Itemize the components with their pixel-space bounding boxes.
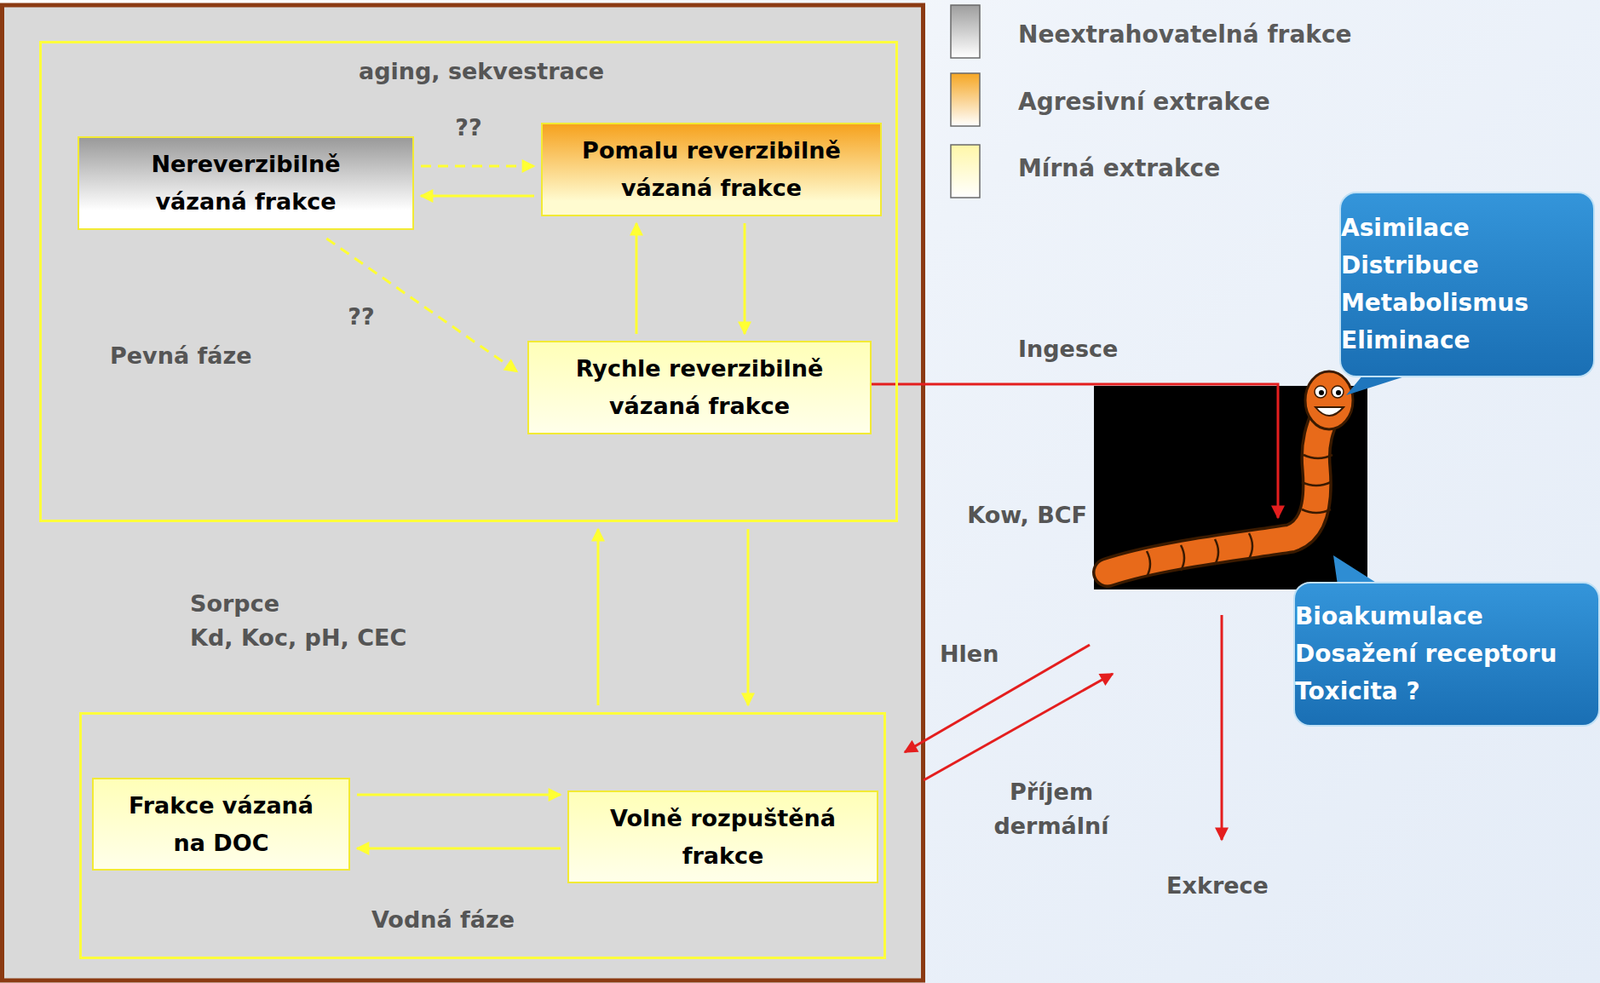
- text-line: Metabolismus: [1341, 284, 1529, 323]
- text-line: vázaná frakce: [575, 387, 824, 426]
- fraction-box: Pomalu reverzibilně vázaná frakce: [541, 122, 882, 217]
- dashed-arrow: [420, 165, 535, 168]
- node-text: Bioakumulace Dosažení receptoru Toxicita…: [1294, 598, 1557, 711]
- legend-swatch: [950, 5, 980, 58]
- edge-label: ??: [345, 301, 377, 333]
- flow-arrow: [743, 223, 747, 334]
- text-line: Volně rozpuštěná: [610, 800, 836, 838]
- parameter-label: Kow, BCF: [966, 498, 1088, 533]
- flow-arrow: [356, 794, 561, 797]
- text-line: Kd, Koc, pH, CEC: [189, 621, 407, 656]
- phase-label: aging, sekvestrace: [358, 54, 605, 89]
- text-line: Rychle reverzibilně: [575, 350, 824, 388]
- excretion-arrow: [1220, 615, 1224, 841]
- fraction-box: Nereverzibilně vázaná frakce: [77, 136, 415, 231]
- text-line: Toxicita ?: [1294, 673, 1557, 711]
- legend-swatch: [950, 73, 980, 127]
- node-text: Frakce vázaná na DOC: [128, 787, 314, 863]
- phase-label: Vodná fáze: [371, 903, 515, 938]
- aqueous-phase-region: Frakce vázaná na DOC Volně rozpuštěná fra…: [79, 712, 887, 960]
- callout-tail: [1346, 374, 1411, 396]
- node-text: Volně rozpuštěná frakce: [610, 800, 836, 875]
- process-callout: Asimilace Distribuce Metabolismus Elimin…: [1339, 191, 1595, 378]
- text-line: Nereverzibilně: [150, 145, 340, 184]
- node-text: Rychle reverzibilně vázaná frakce: [575, 350, 824, 426]
- effect-callout: Bioakumulace Dosažení receptoru Toxicita…: [1293, 581, 1600, 727]
- callout-tail: [1333, 555, 1381, 586]
- text-line: vázaná frakce: [150, 183, 340, 221]
- legend-text: Mírná extrakce: [1018, 151, 1221, 186]
- node-text: Asimilace Distribuce Metabolismus Elimin…: [1341, 209, 1529, 360]
- pathway-label: Ingesce: [1018, 332, 1118, 367]
- pathway-label: Exkrece: [1166, 869, 1269, 904]
- sorption-label: Sorpce Kd, Koc, pH, CEC: [189, 587, 407, 656]
- text-line: Eliminace: [1341, 322, 1529, 360]
- node-text: Pomalu reverzibilně vázaná frakce: [581, 132, 841, 208]
- dermal-uptake-arrow: [923, 673, 1113, 781]
- flow-arrow: [356, 847, 561, 851]
- node-text: Nereverzibilně vázaná frakce: [150, 145, 340, 221]
- pathway-label: Hlen: [939, 637, 999, 672]
- text-line: Dosažení receptoru: [1294, 635, 1557, 674]
- pathway-label: Příjem dermální: [993, 775, 1109, 844]
- flow-arrow: [420, 195, 535, 198]
- flow-arrow: [635, 223, 639, 334]
- fraction-box: Volně rozpuštěná frakce: [567, 790, 879, 884]
- text-line: Pomalu reverzibilně: [581, 132, 841, 170]
- text-line: na DOC: [128, 824, 314, 863]
- text-line: frakce: [610, 837, 836, 875]
- phase-label: Pevná fáze: [109, 339, 253, 374]
- fraction-box: Rychle reverzibilně vázaná frakce: [527, 340, 872, 435]
- edge-label: ??: [452, 112, 484, 144]
- text-line: Sorpce: [189, 587, 407, 622]
- text-line: Asimilace: [1341, 209, 1529, 248]
- legend-text: Neextrahovatelná frakce: [1018, 17, 1353, 52]
- legend-swatch: [950, 144, 980, 198]
- soil-compartment: [2, 5, 924, 981]
- earthworm-figure: [1107, 371, 1353, 577]
- fraction-box: Frakce vázaná na DOC: [92, 777, 351, 871]
- text-line: vázaná frakce: [581, 169, 841, 208]
- text-line: Distribuce: [1341, 247, 1529, 285]
- text-line: dermální: [993, 809, 1109, 844]
- legend-text: Agresivní extrakce: [1018, 85, 1271, 120]
- dashed-arrow: [326, 238, 518, 372]
- text-line: Frakce vázaná: [128, 787, 314, 825]
- text-line: Bioakumulace: [1294, 598, 1557, 636]
- ingestion-arrow: [871, 384, 1278, 518]
- flow-arrow: [747, 529, 750, 706]
- flow-arrow: [597, 529, 600, 706]
- text-line: Příjem: [993, 775, 1109, 810]
